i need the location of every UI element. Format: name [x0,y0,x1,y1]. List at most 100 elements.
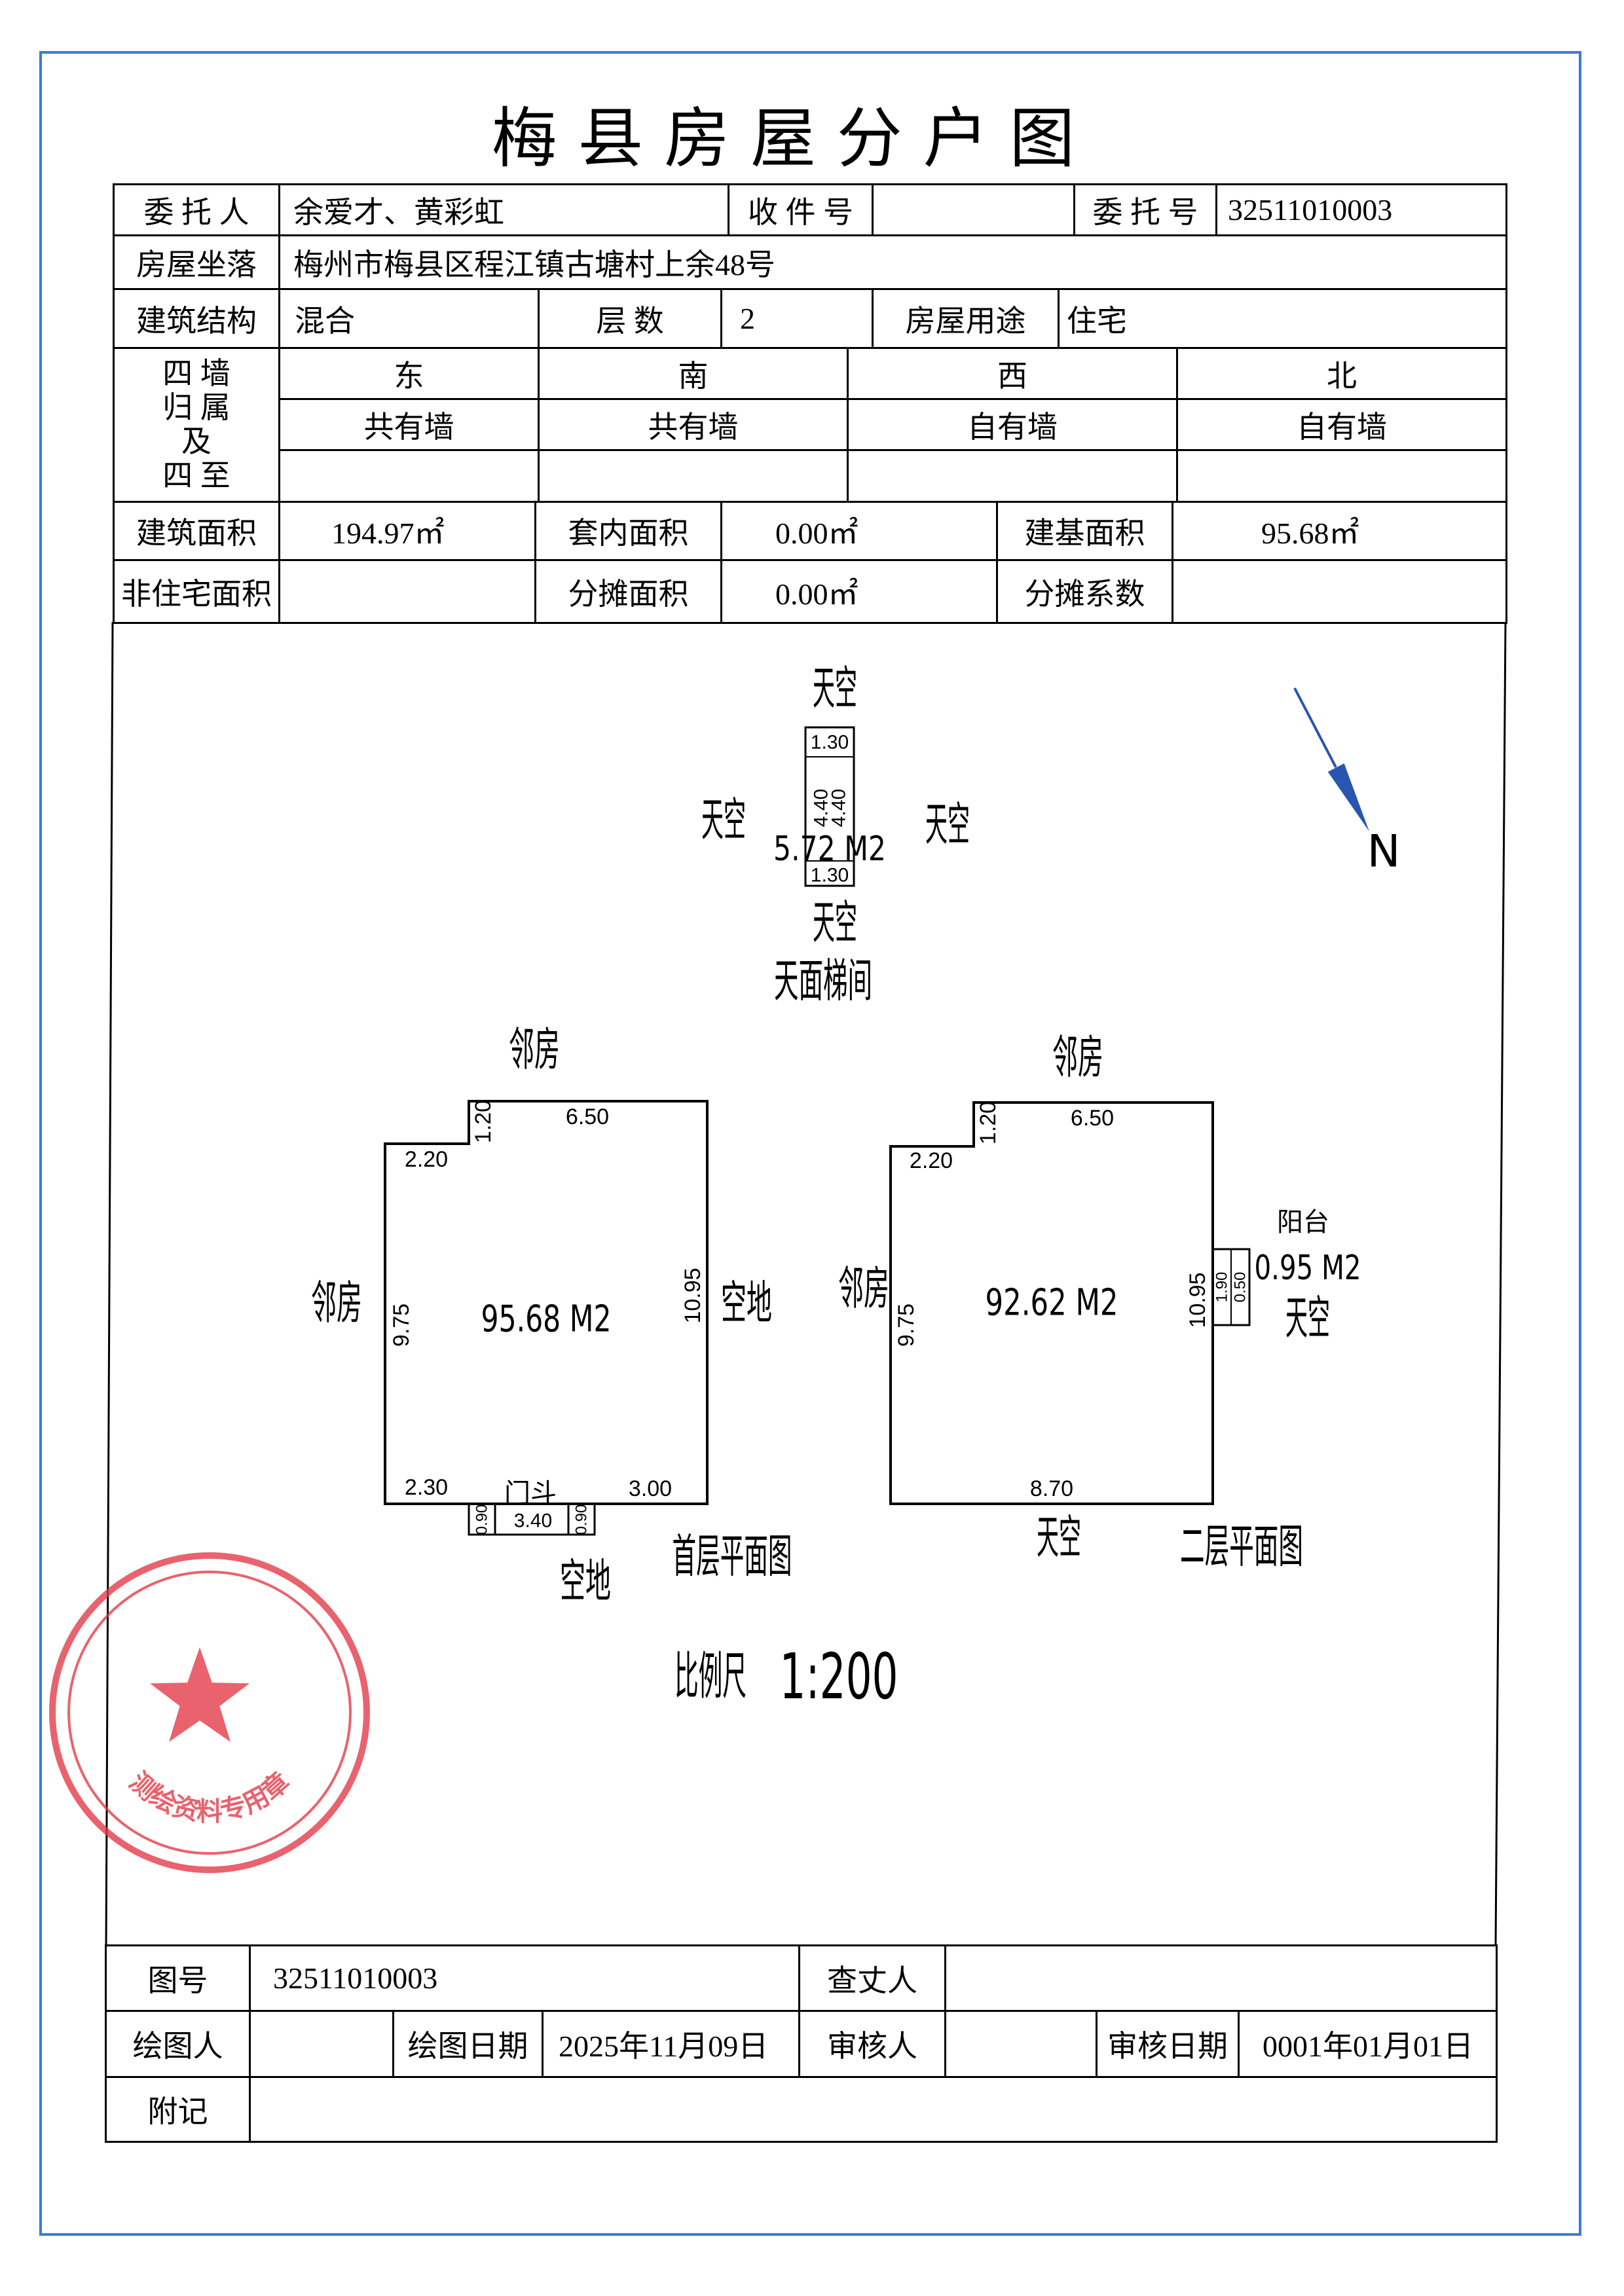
sky-label-bottom: 天空 [813,896,857,949]
porch-width: 3.40 [514,1510,552,1532]
wall-ownership-north: 自有墙 [1176,398,1505,449]
document-title: 梅 县 房 屋 分 户 图 [491,100,1075,177]
wall-boundary-south [538,449,847,501]
map-no-value: 32511010003 [249,1944,798,2010]
commission-no-value: 32511010003 [1215,183,1505,234]
ground-floor-outline [384,1100,709,1505]
second-dim-left: 9.75 [894,1303,919,1347]
wall-direction-east: 东 [278,347,538,398]
inner-area-value: 0.00㎡ [720,501,996,559]
ground-dim-left: 9.75 [389,1303,414,1347]
structure-value: 混合 [278,288,538,347]
north-arrow-shaft [1293,687,1337,768]
walls-label-line: 四 至 [162,459,231,492]
porch-depth-right: 0.90 [573,1504,591,1535]
ground-bottom-side: 空地 [560,1554,611,1608]
stair-dim-top: 1.30 [811,732,849,754]
balcony-dim: 1.90 [1213,1272,1231,1303]
seal-text-path: 测绘资料专用章 [124,1766,296,1827]
non-residential-area-value [278,559,534,622]
balcony-label: 阳台 [1277,1207,1329,1237]
non-residential-area-label: 非住宅面积 [113,559,278,622]
shared-area-label: 分摊面积 [534,559,720,622]
seal-text: 测绘资料专用章 [124,1766,296,1827]
location-value: 梅州市梅县区程江镇古塘村上余48号 [278,234,1505,288]
usage-value: 住宅 [1058,288,1505,347]
ground-dim-top-step: 1.20 [471,1100,496,1143]
company-seal-icon: 测绘资料专用章 [49,1552,370,1873]
scale-label: 比例尺 [674,1647,747,1706]
second-top-neighbor: 邻房 [1052,1030,1103,1084]
sky-label-right: 天空 [925,797,970,851]
drawing-frame-left [105,621,114,1945]
ground-dim-right: 10.95 [680,1267,705,1323]
seal-star-icon [149,1647,250,1742]
inner-area-label: 套内面积 [534,501,720,559]
walls-label: 四 墙 归 属 及 四 至 [113,347,278,501]
remarks-value [249,2076,1496,2141]
ground-dim-top-left: 2.20 [405,1147,448,1172]
wall-ownership-west: 自有墙 [847,398,1176,449]
surveyor-value [944,1944,1496,2010]
base-area-label: 建基面积 [996,501,1172,559]
ground-floor-plan: 邻房 邻房 空地 空地 首层平面图 95.68 M2 1.20 6.50 2.2… [311,1023,792,1608]
review-date-label: 审核日期 [1096,2010,1238,2076]
north-label: N [1367,826,1401,878]
second-dim-top-step: 1.20 [976,1101,1001,1144]
stair-dim-side: 4.40 [828,789,850,827]
walls-label-line: 四 墙 [162,357,231,390]
map-no-label: 图号 [105,1944,249,2010]
sky-label-left: 天空 [701,793,746,847]
second-dim-top: 6.50 [1071,1106,1114,1131]
sky-label-top: 天空 [813,661,857,715]
footer-table: 图号 32511010003 查丈人 绘图人 绘图日期 2025年11月09日 … [105,1944,1498,2143]
building-area-value: 194.97㎡ [278,501,534,559]
seal-inner-ring [67,1571,352,1855]
stair-dim-bottom: 1.30 [811,865,849,886]
ground-dim-top: 6.50 [566,1104,609,1129]
north-arrow-head [1327,763,1369,831]
drafter-label: 绘图人 [105,2010,249,2076]
wall-ownership-east: 共有墙 [278,398,538,449]
shared-coefficient-value [1172,559,1505,622]
second-floor-plan: 邻房 邻房 天空 二层平面图 92.62 M2 1.20 6.50 2.20 9… [838,1030,1361,1573]
second-left-neighbor: 邻房 [838,1262,889,1315]
stair-room: 1.30 1.30 4.40 4.40 5.72 M2 天空 天空 天空 天空 … [701,661,970,1008]
shared-area-value: 0.00㎡ [720,559,996,622]
ground-floor-area: 95.68 M2 [481,1298,612,1341]
porch-outline [468,1503,596,1536]
drafter-value [249,2010,392,2076]
wall-direction-west: 西 [847,347,1176,398]
drawing-frame-right [1494,621,1507,1945]
balcony-outside-label: 天空 [1285,1291,1330,1345]
client-label: 委 托 人 [113,183,278,234]
structure-label: 建筑结构 [113,288,278,347]
wall-direction-south: 南 [538,347,847,398]
surveyor-label: 查丈人 [798,1944,944,2010]
stair-room-outline [804,726,855,887]
second-bottom-side: 天空 [1037,1510,1081,1564]
balcony-area: 0.95 M2 [1255,1248,1361,1288]
ground-floor-title: 首层平面图 [673,1529,792,1583]
ground-left-neighbor: 邻房 [311,1276,362,1330]
wall-direction-north: 北 [1176,347,1505,398]
second-floor-title: 二层平面图 [1180,1520,1303,1573]
wall-boundary-west [847,449,1176,501]
info-table: 委 托 人 余爱才、黄彩虹 收 件 号 委 托 号 32511010003 房屋… [113,183,1507,624]
wall-ownership-south: 共有墙 [538,398,847,449]
stair-room-area: 5.72 M2 [773,829,886,869]
remarks-label: 附记 [105,2076,249,2141]
walls-label-line: 及 [181,425,212,458]
ground-dim-bottom-left: 2.30 [405,1475,448,1500]
reviewer-label: 审核人 [798,2010,944,2076]
shared-coefficient-label: 分摊系数 [996,559,1172,622]
ground-top-neighbor: 邻房 [509,1023,560,1076]
draw-date-label: 绘图日期 [392,2010,542,2076]
receipt-no-label: 收 件 号 [728,183,872,234]
base-area-value: 95.68㎡ [1172,501,1505,559]
balcony-dim: 0.50 [1232,1272,1249,1303]
scale-value: 1:200 [780,1640,898,1713]
porch-label: 门斗 [504,1478,557,1508]
stair-room-title: 天面梯间 [774,954,872,1008]
